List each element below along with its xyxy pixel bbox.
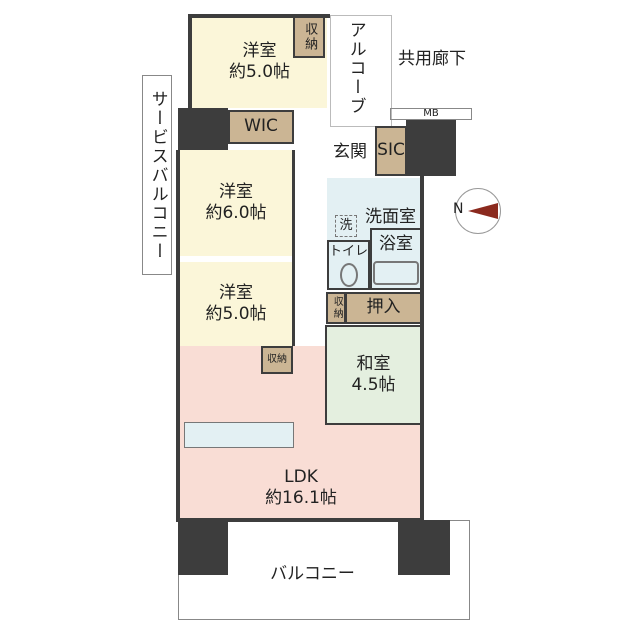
wall xyxy=(188,14,330,18)
wic: WIC xyxy=(228,110,294,144)
toilet-icon xyxy=(339,263,358,288)
pillar xyxy=(178,520,228,575)
service-balcony-area xyxy=(142,75,172,275)
washer-space: 洗 xyxy=(335,215,357,237)
closet-label: 押入 xyxy=(366,297,401,318)
common-corridor: 共用廊下 xyxy=(392,40,472,80)
ldk-area-upper xyxy=(180,346,325,426)
bath: 浴室 xyxy=(370,228,422,290)
room-name: 洋室 xyxy=(242,40,277,61)
storage-label: 収納 xyxy=(331,296,343,320)
room-japanese: 和室 4.5帖 xyxy=(325,325,422,425)
sic: SIC xyxy=(375,126,407,176)
wall xyxy=(188,14,192,110)
compass-north-label: N xyxy=(453,201,464,217)
balcony-label: バルコニー xyxy=(270,564,355,585)
storage-label: 収納 xyxy=(267,353,287,365)
balcony: バルコニー xyxy=(230,555,395,595)
toilet-label: トイレ xyxy=(329,244,369,259)
alcove-area xyxy=(330,15,392,127)
wall xyxy=(420,176,424,522)
compass-arrow-icon xyxy=(468,203,498,219)
storage-mid: 収納 xyxy=(326,292,346,324)
storage-low: 収納 xyxy=(261,346,293,374)
wic-label: WIC xyxy=(244,116,278,137)
room-size: 約5.0帖 xyxy=(228,62,291,82)
alcove-label: アルコーブ xyxy=(345,20,366,116)
washer-label: 洗 xyxy=(339,217,353,233)
room-western-mid: 洋室 約6.0帖 xyxy=(180,150,292,256)
compass: N xyxy=(453,188,501,234)
room-name: 洋室 xyxy=(219,282,253,303)
room-size: 約6.0帖 xyxy=(205,203,267,223)
storage-top: 収納 xyxy=(293,16,325,58)
service-balcony-label: サービスバルコニー xyxy=(142,80,172,270)
entrance: 玄関 xyxy=(325,130,375,175)
room-name: LDK xyxy=(284,466,318,487)
bathtub-icon xyxy=(373,261,419,286)
entrance-label: 玄関 xyxy=(333,141,367,162)
pillar xyxy=(398,520,450,575)
storage-label: 収納 xyxy=(302,22,318,52)
wall-block xyxy=(178,108,228,150)
kitchen-counter xyxy=(184,422,294,448)
mb-label: MB xyxy=(423,107,439,119)
wall xyxy=(176,518,424,522)
toilet: トイレ xyxy=(327,240,370,290)
mb: MB xyxy=(390,108,472,120)
wall xyxy=(292,150,295,346)
bath-label: 浴室 xyxy=(379,234,413,254)
room-size: 4.5帖 xyxy=(351,375,396,395)
closet: 押入 xyxy=(345,292,422,324)
room-size: 約16.1帖 xyxy=(265,488,337,508)
corridor-label: 共用廊下 xyxy=(398,49,466,70)
wall-block xyxy=(406,120,456,176)
room-western-low: 洋室 約5.0帖 xyxy=(180,262,292,346)
room-size: 約5.0帖 xyxy=(205,304,267,324)
service-balcony-text: サービスバルコニー xyxy=(147,89,168,261)
room-name: 洋室 xyxy=(219,181,253,202)
room-name: 和室 xyxy=(356,353,391,374)
sic-label: SIC xyxy=(377,140,405,161)
alcove: アルコーブ xyxy=(335,18,375,118)
washroom-label: 洗面室 xyxy=(365,207,416,228)
wall xyxy=(176,150,180,522)
